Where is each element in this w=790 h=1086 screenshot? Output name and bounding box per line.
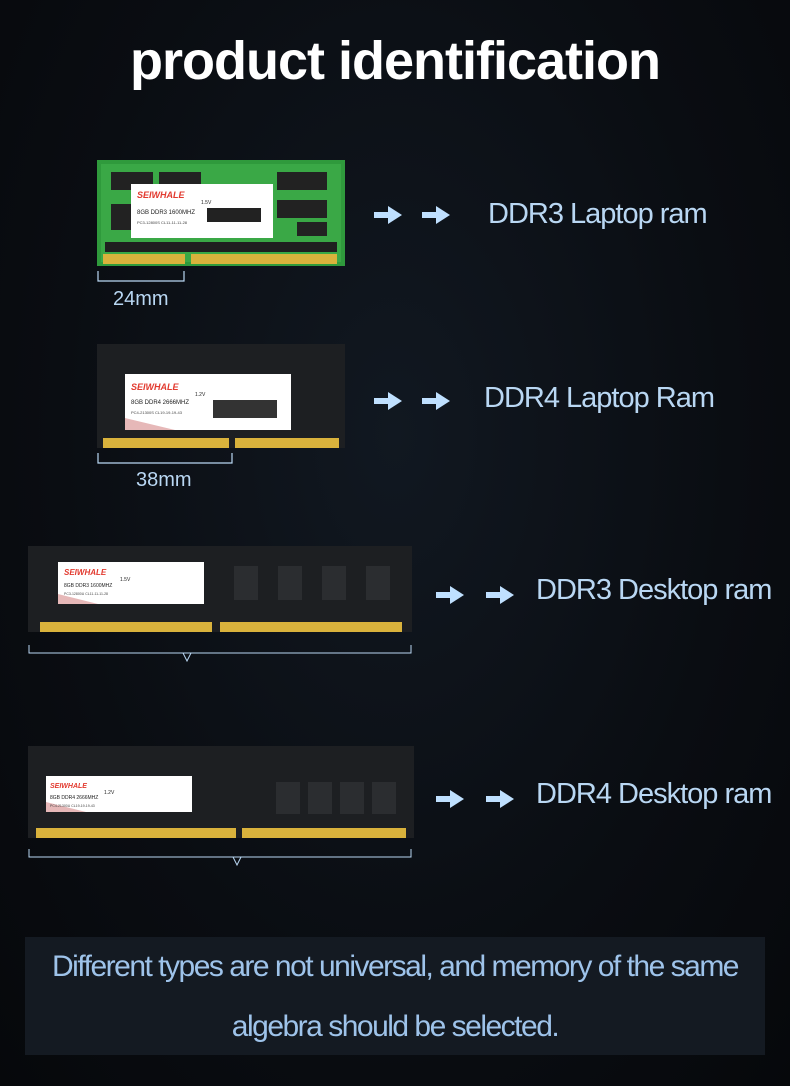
ddr3-desktop-label: DDR3 Desktop ram [536, 574, 772, 606]
footer-line-2: algebra should be selected. [231, 1010, 560, 1043]
ddr4-desktop-label: DDR4 Desktop ram [536, 778, 772, 810]
width-bracket [97, 271, 185, 282]
footer-line-1: Different types are not universal, and m… [52, 950, 740, 983]
sticker-brand: SEIWHALE [137, 190, 185, 200]
sticker-spec: 8GB DDR3 1600MHZ [64, 583, 112, 589]
arrow-icon [422, 392, 450, 410]
sticker-sub: PC4-21300U CL19-19-19-43 [50, 804, 95, 808]
sticker-spec: 8GB DDR3 1600MHZ [137, 210, 195, 216]
ddr4-laptop-ram-image: SEIWHALE 8GB DDR4 2666MHZ 1.2V PC4-21300… [97, 344, 345, 448]
sticker-voltage: 1.5V [201, 200, 212, 206]
ddr4-desktop-ram-image: SEIWHALE 8GB DDR4 2666MHZ 1.2V PC4-21300… [28, 746, 414, 838]
arrow-icon [436, 586, 464, 604]
footer-note: Different types are not universal, and m… [25, 937, 765, 1055]
ddr3-laptop-label: DDR3 Laptop ram [488, 198, 708, 230]
width-bracket [97, 453, 233, 464]
sticker-brand: SEIWHALE [131, 382, 179, 392]
arrow-icon [436, 790, 464, 808]
sticker-sub: PC3-12800U CL11-11-11-28 [64, 592, 108, 596]
sticker-sub: PC3-12800S CL11-11-11-28 [137, 220, 188, 225]
width-label: 38mm [136, 469, 192, 491]
width-bracket [28, 849, 412, 867]
ddr4-laptop-label: DDR4 Laptop Ram [484, 382, 715, 414]
sticker-brand: SEIWHALE [64, 568, 107, 577]
sticker-spec: 8GB DDR4 2666MHZ [50, 795, 98, 801]
sticker-voltage: 1.2V [195, 392, 206, 398]
ddr3-desktop-ram-image: SEIWHALE 8GB DDR3 1600MHZ 1.5V PC3-12800… [28, 546, 412, 632]
sticker-spec: 8GB DDR4 2666MHZ [131, 400, 189, 406]
width-label: 24mm [113, 288, 169, 310]
page-title: product identification [130, 31, 661, 91]
sticker-voltage: 1.5V [120, 577, 131, 583]
width-bracket [28, 645, 412, 663]
arrow-icon [422, 206, 450, 224]
arrow-icon [486, 790, 514, 808]
ddr3-laptop-ram-image: SEIWHALE 8GB DDR3 1600MHZ 1.5V PC3-12800… [97, 160, 345, 266]
arrow-icon [374, 392, 402, 410]
sticker-sub: PC4-21300S CL19-19-19-43 [131, 410, 183, 415]
sticker-voltage: 1.2V [104, 790, 115, 796]
arrow-icon [486, 586, 514, 604]
arrow-icon [374, 206, 402, 224]
sticker-brand: SEIWHALE [50, 783, 87, 790]
